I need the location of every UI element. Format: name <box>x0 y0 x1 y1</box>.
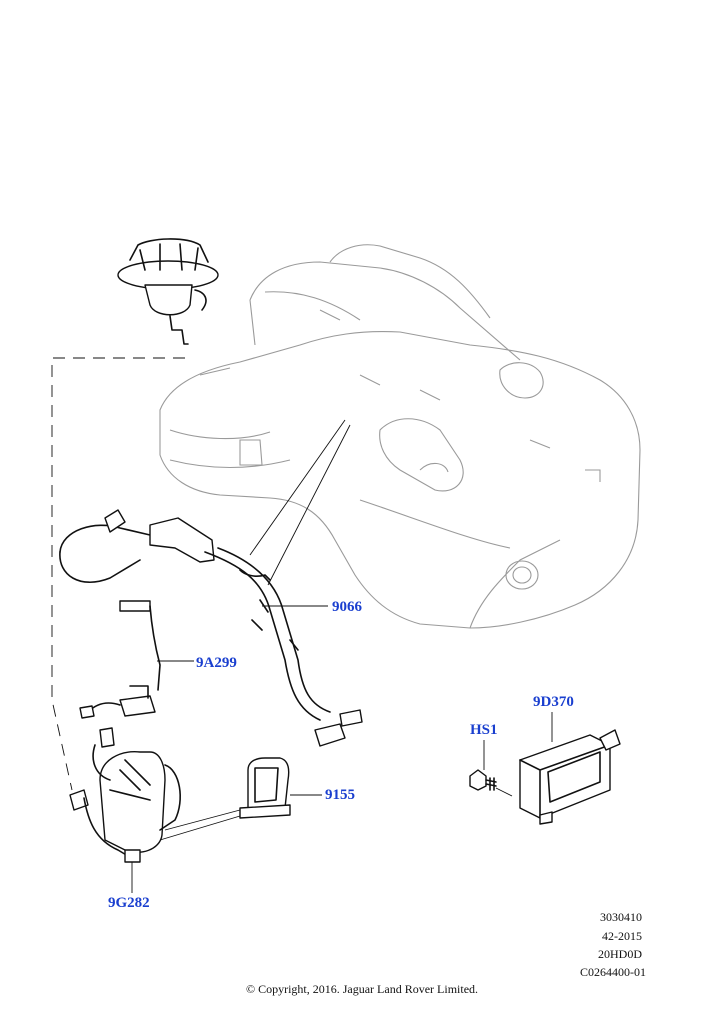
wiring-harness-9066 <box>59 509 363 747</box>
dashed-reference-line <box>51 357 185 791</box>
copyright-notice: © Copyright, 2016. Jaguar Land Rover Lim… <box>245 982 479 996</box>
reference-line-3: 20HD0D <box>598 947 642 961</box>
callout-HS1: HS1 <box>470 722 498 738</box>
bolt-HS1 <box>469 769 497 791</box>
reference-line-4: C0264400-01 <box>580 965 646 979</box>
callout-9G282: 9G282 <box>108 895 150 911</box>
callout-9D370: 9D370 <box>533 694 574 710</box>
sender-unit-9A299 <box>79 600 161 719</box>
bracket-9155 <box>239 757 291 819</box>
control-module-9D370 <box>519 729 621 825</box>
callout-9A299: 9A299 <box>196 655 237 671</box>
reference-line-1: 3030410 <box>600 910 642 924</box>
fuel-tank-ghost <box>159 244 641 629</box>
fuel-pump-flange-assembly <box>117 238 219 345</box>
callout-9155: 9155 <box>325 787 355 803</box>
reference-line-2: 42-2015 <box>602 929 642 943</box>
leader-lines <box>131 419 553 893</box>
callout-9066: 9066 <box>332 599 362 615</box>
fuel-pump-module-9G282 <box>69 727 181 863</box>
